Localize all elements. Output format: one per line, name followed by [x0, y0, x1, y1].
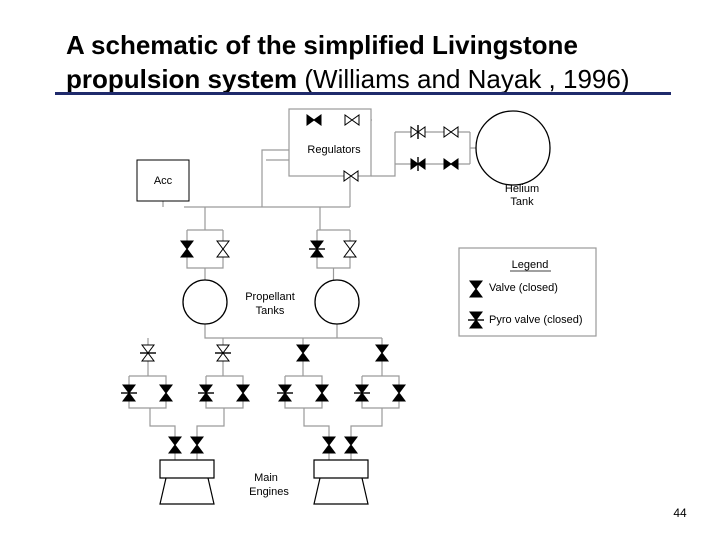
- pair-loop-1: [205, 375, 244, 409]
- valve-closed-22: [392, 384, 406, 402]
- acc-label: Acc: [154, 175, 173, 187]
- legend-title: Legend: [512, 259, 549, 271]
- components: [136, 108, 597, 505]
- propellant-tank-right: [314, 279, 360, 325]
- valve-closed-23: [168, 436, 182, 454]
- valve-closed-16: [159, 384, 173, 402]
- to-engine-left-a: [149, 408, 176, 438]
- valve-closed-7: [180, 240, 194, 258]
- pyro-valve-closed-28: [468, 311, 484, 329]
- propellant-label-1: Propellant: [245, 291, 295, 303]
- propellant-tank-left: [182, 279, 228, 325]
- helium-join-line: [371, 132, 396, 177]
- valve-closed-14: [375, 344, 389, 362]
- valve-closed-18: [236, 384, 250, 402]
- valve-open-8: [216, 240, 230, 258]
- title-line-1: A schematic of the simplified Livingston…: [66, 30, 578, 60]
- propellant-label-2: Tanks: [256, 305, 285, 317]
- valve-closed-26: [344, 436, 358, 454]
- pyro-valve-closed-9: [309, 240, 325, 258]
- valve-open-1: [344, 114, 360, 126]
- to-engine-left-b: [196, 408, 225, 438]
- legend-valve-label: Valve (closed): [489, 282, 558, 294]
- lower-header: [204, 324, 382, 339]
- valve-open-3: [443, 126, 459, 138]
- pair-loop-3: [361, 375, 400, 409]
- pyro-valve-closed-17: [198, 384, 214, 402]
- title-line-2: propulsion system (Williams and Nayak , …: [66, 62, 716, 96]
- engines-label-2: Engines: [249, 486, 289, 498]
- to-engine-right-a: [303, 408, 330, 438]
- valve-closed-24: [190, 436, 204, 454]
- title-underline: [55, 92, 671, 95]
- valve-open-6: [343, 170, 359, 182]
- slide-title: A schematic of the simplified Livingston…: [66, 28, 716, 96]
- pyro-valve-closed-15: [121, 384, 137, 402]
- labels: Regulators Acc Helium Tank Propellant Ta…: [154, 144, 583, 498]
- pyro-valve-open-12: [215, 344, 231, 362]
- reg-feed-line: [261, 149, 289, 207]
- pyro-valve-closed-4: [410, 157, 426, 171]
- valve-closed-25: [322, 436, 336, 454]
- pyro-valve-closed-19: [277, 384, 293, 402]
- main-engine-right: [313, 459, 369, 505]
- helium-tank: [475, 110, 551, 186]
- pair-loop-2: [284, 375, 323, 409]
- tank0-loop: [186, 230, 224, 269]
- valve-closed-0: [306, 114, 322, 126]
- valve-closed-27: [469, 280, 483, 298]
- title-line-2-bold: propulsion system: [66, 64, 298, 94]
- title-line-2-citation: (Williams and Nayak , 1996): [297, 64, 630, 94]
- slide-number: 44: [673, 506, 687, 520]
- legend-box: [458, 247, 597, 337]
- acc-box: [136, 159, 190, 202]
- valves: [121, 114, 484, 454]
- engines-label-1: Main: [254, 472, 278, 484]
- valve-open-10: [343, 240, 357, 258]
- helium-label-2: Tank: [510, 196, 534, 208]
- main-engine-left: [159, 459, 215, 505]
- helium-label-1: Helium: [505, 183, 539, 195]
- regulators-label: Regulators: [307, 144, 361, 156]
- valve-closed-5: [443, 158, 459, 170]
- pyro-valve-open-2: [410, 125, 426, 139]
- pyro-valve-closed-21: [354, 384, 370, 402]
- pair-loop-0: [128, 375, 167, 409]
- pyro-valve-open-11: [140, 344, 156, 362]
- to-engine-right-b: [350, 408, 383, 438]
- valve-closed-20: [315, 384, 329, 402]
- legend-pyro-label: Pyro valve (closed): [489, 314, 583, 326]
- valve-closed-13: [296, 344, 310, 362]
